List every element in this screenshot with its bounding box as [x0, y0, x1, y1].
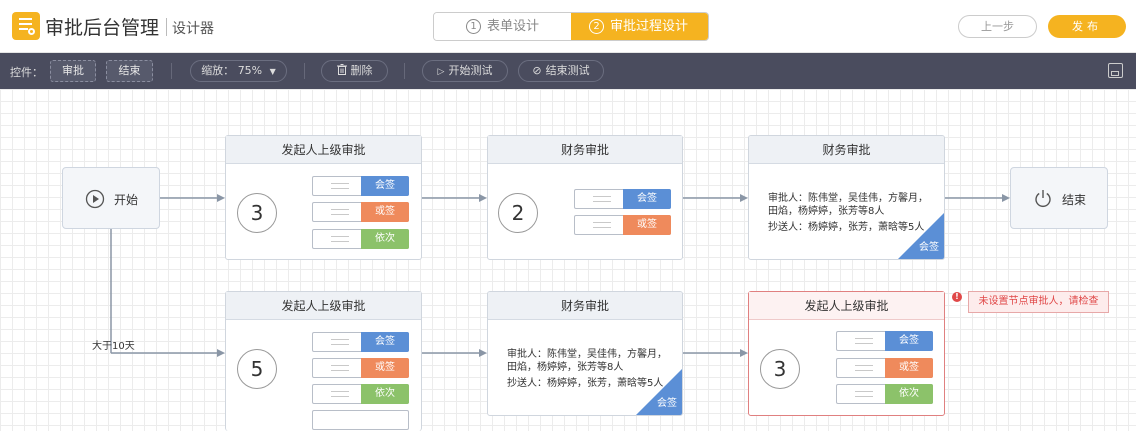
start-test-label: 开始测试: [448, 64, 493, 77]
sign-mode-option[interactable]: 或签: [574, 215, 671, 235]
chevron-down-icon: ▼: [269, 67, 276, 76]
step-process-design[interactable]: 2 审批过程设计: [571, 13, 708, 40]
end-node[interactable]: 结束: [1010, 167, 1108, 229]
delete-button[interactable]: 删除: [321, 60, 388, 82]
zoom-select[interactable]: 缩放： 75% ▼: [190, 60, 287, 82]
sign-mode-option[interactable]: 依次: [312, 229, 409, 249]
end-control-chip[interactable]: 结束: [106, 60, 153, 82]
approvers-line-2: 田焰，杨婷婷，张芳等8人: [768, 206, 885, 217]
node-title: 发起人上级审批: [226, 292, 421, 320]
approvers-line-1: 审批人：陈伟堂，吴佳伟，方馨月，: [507, 349, 667, 360]
zoom-label: 缩放：: [201, 64, 235, 77]
sign-mode-option[interactable]: 依次: [312, 384, 409, 404]
step-form-design[interactable]: 1 表单设计: [434, 13, 571, 40]
sign-mode-option[interactable]: 或签: [836, 358, 933, 378]
app-logo-icon: [12, 12, 40, 40]
sign-mode-option[interactable]: 或签: [312, 358, 409, 378]
save-icon[interactable]: [1108, 63, 1123, 78]
countersign-tag: 会签: [361, 332, 409, 352]
sign-mode-option[interactable]: 会签: [574, 189, 671, 209]
play-icon: ▷: [437, 67, 445, 77]
sign-mode-option[interactable]: [312, 410, 409, 430]
app-header: 审批后台管理 设计器 1 表单设计 2 审批过程设计 上一步 发布: [0, 0, 1136, 53]
step-label: 表单设计: [487, 19, 540, 34]
title-divider: [166, 18, 167, 36]
start-test-button[interactable]: ▷开始测试: [422, 60, 508, 82]
or-sign-tag: 或签: [885, 358, 933, 378]
previous-step-button[interactable]: 上一步: [958, 15, 1037, 38]
cc-line: 抄送人：杨婷婷，张芳，萧晗等5人: [768, 222, 925, 233]
approvers-line-1: 审批人：陈伟堂，吴佳伟，方馨月，: [768, 193, 928, 204]
toolbar-divider: [304, 63, 305, 79]
approver-count: 2: [498, 193, 538, 233]
sign-mode-option[interactable]: 会签: [312, 176, 409, 196]
sequential-tag: 依次: [885, 384, 933, 404]
designer-toolbar: 控件： 审批 结束 缩放： 75% ▼ 删除 ▷开始测试 ⊘结束测试: [0, 53, 1136, 89]
sign-mode-option[interactable]: 会签: [836, 331, 933, 351]
countersign-tag: 会签: [623, 189, 671, 209]
approvers-line-2: 田焰，杨婷婷，张芳等8人: [507, 362, 624, 373]
trash-icon: [336, 64, 347, 75]
mode-corner: [636, 369, 682, 415]
node-title: 财务审批: [488, 136, 682, 164]
approval-node[interactable]: 财务审批 审批人：陈伟堂，吴佳伟，方馨月， 田焰，杨婷婷，张芳等8人 抄送人：杨…: [748, 135, 945, 260]
end-test-label: 结束测试: [545, 64, 590, 77]
sign-mode-option[interactable]: 依次: [836, 384, 933, 404]
toolbar-divider: [404, 63, 405, 79]
node-title: 财务审批: [488, 292, 682, 320]
start-node[interactable]: 开始: [62, 167, 160, 229]
node-title: 发起人上级审批: [749, 292, 944, 320]
error-icon: !: [952, 292, 962, 302]
mode-corner: [898, 213, 944, 259]
or-sign-tag: 或签: [623, 215, 671, 235]
start-label: 开始: [114, 193, 139, 207]
mode-label: 会签: [657, 398, 677, 409]
publish-button[interactable]: 发布: [1048, 15, 1126, 38]
zoom-value: 75%: [237, 64, 263, 77]
error-message: 未设置节点审批人，请检查: [968, 291, 1109, 313]
step-switcher: 1 表单设计 2 审批过程设计: [433, 12, 709, 41]
approver-count: 5: [237, 349, 277, 389]
play-circle-icon: [85, 189, 105, 209]
sign-mode-option[interactable]: 或签: [312, 202, 409, 222]
step-number: 1: [466, 19, 481, 34]
step-label: 审批过程设计: [610, 19, 689, 34]
power-icon: [1035, 190, 1051, 207]
app-subtitle: 设计器: [172, 21, 214, 37]
controls-label: 控件：: [10, 66, 43, 79]
approver-count: 3: [760, 349, 800, 389]
delete-label: 删除: [350, 64, 373, 77]
sequential-tag: 依次: [361, 229, 409, 249]
sign-mode-option[interactable]: 会签: [312, 332, 409, 352]
step-number: 2: [589, 19, 604, 34]
approver-count: 3: [237, 193, 277, 233]
sequential-tag: 依次: [361, 384, 409, 404]
or-sign-tag: 或签: [361, 202, 409, 222]
approve-control-chip[interactable]: 审批: [50, 60, 96, 82]
countersign-tag: 会签: [361, 176, 409, 196]
node-title: 发起人上级审批: [226, 136, 421, 164]
cc-line: 抄送人：杨婷婷，张芳，萧晗等5人: [507, 378, 664, 389]
approval-node[interactable]: 财务审批 审批人：陈伟堂，吴佳伟，方馨月， 田焰，杨婷婷，张芳等8人 抄送人：杨…: [487, 291, 683, 416]
mode-label: 会签: [919, 242, 939, 253]
countersign-tag: 会签: [885, 331, 933, 351]
toolbar-divider: [171, 63, 172, 79]
end-label: 结束: [1062, 193, 1087, 207]
or-sign-tag: 或签: [361, 358, 409, 378]
end-test-button[interactable]: ⊘结束测试: [518, 60, 604, 82]
node-title: 财务审批: [749, 136, 944, 164]
app-title: 审批后台管理: [45, 17, 160, 39]
condition-label[interactable]: 大于10天: [92, 341, 135, 352]
flow-canvas[interactable]: 开始 结束 发起人上级审批 3 会签 或签 依次 财务审批 2 会签 或签 财务…: [0, 89, 1136, 431]
forbidden-icon: ⊘: [532, 64, 542, 77]
